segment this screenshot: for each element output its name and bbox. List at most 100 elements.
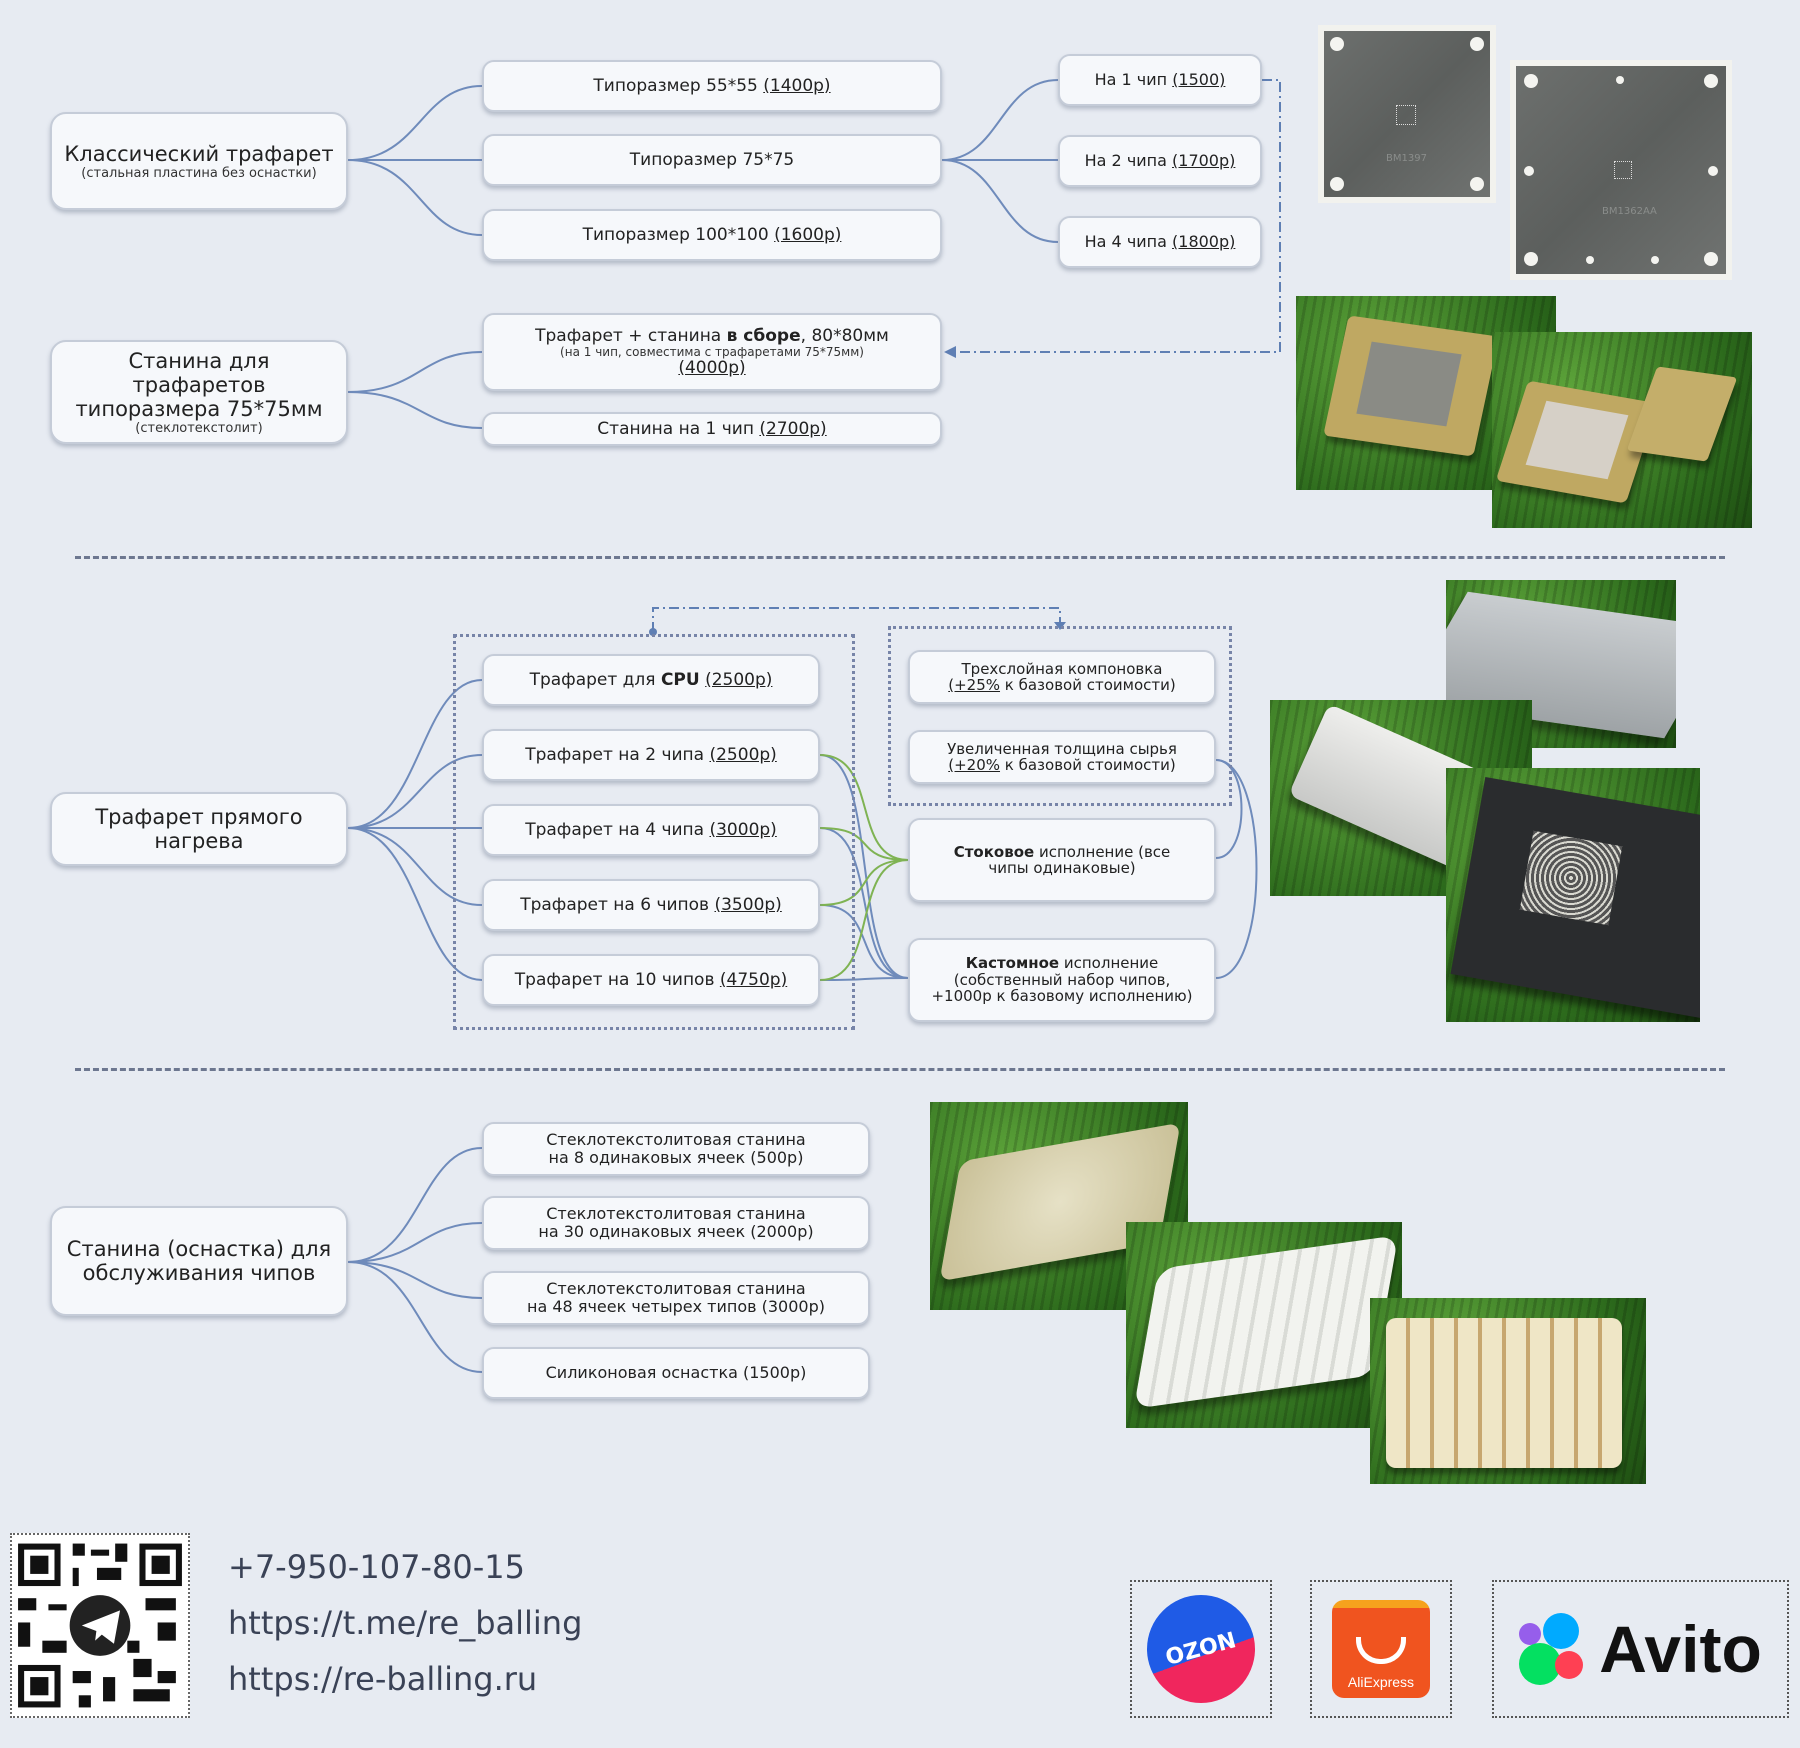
classic-stencil-node[interactable]: Классический трафарет (стальная пластина… — [50, 112, 348, 210]
telegram-link[interactable]: https://t.me/re_balling — [228, 1604, 583, 1642]
size-100-node[interactable]: Типоразмер 100*100 (1600р) — [482, 209, 942, 261]
node-title: Станина (оснастка) для обслуживания чипо… — [66, 1237, 332, 1285]
node-label-bold: Стоковое — [953, 842, 1035, 861]
black-stencil-photo — [1446, 768, 1700, 1022]
node-label: На 1 чип — [1094, 70, 1173, 90]
phone-number[interactable]: +7-950-107-80-15 — [228, 1548, 525, 1586]
steel-stencil-photo: BM1397 — [1318, 25, 1496, 203]
node-label: Станина на 1 чип — [597, 418, 760, 439]
node-label: исполнение (все чипы одинаковые) — [988, 842, 1171, 877]
silicone-frame-node[interactable]: Силиконовая оснастка (1500р) — [482, 1347, 870, 1399]
chip-2-node[interactable]: На 2 чипа (1700р) — [1058, 135, 1262, 187]
node-label: Трафарет + станина — [535, 325, 727, 346]
percent-link[interactable]: (+25% — [948, 676, 1001, 694]
chip-4-node[interactable]: На 4 чипа (1800р) — [1058, 216, 1262, 268]
ozon-store-link[interactable]: OZON — [1130, 1580, 1272, 1718]
aliexpress-store-link[interactable]: AliExpress — [1310, 1580, 1452, 1718]
percent-link[interactable]: (+20% — [948, 756, 1001, 774]
stencil-2-chips-node[interactable]: Трафарет на 2 чипа (2500р) — [482, 729, 820, 781]
node-title: Классический трафарет — [64, 141, 334, 166]
option-thickness-node[interactable]: Увеличенная толщина сырья (+20% к базово… — [908, 730, 1216, 784]
chip-pattern-icon — [1396, 105, 1416, 125]
price-link[interactable]: (1700р) — [1172, 151, 1236, 171]
frame-75-node[interactable]: Станина для трафаретов типоразмера 75*75… — [50, 340, 348, 444]
node-label-bold: в сборе — [726, 325, 801, 346]
price-link[interactable]: (4000р) — [678, 357, 746, 378]
node-title: Станина для трафаретов типоразмера 75*75… — [75, 348, 323, 421]
chip-marking-label: BM1362AA — [1602, 206, 1657, 217]
price-link[interactable]: (3500р) — [714, 894, 782, 915]
node-label: Трафарет на 2 чипа — [525, 744, 710, 765]
website-link[interactable]: https://re-balling.ru — [228, 1660, 538, 1698]
price-link[interactable]: (1400р) — [763, 75, 831, 96]
stock-version-node[interactable]: Стоковое исполнение (все чипы одинаковые… — [908, 818, 1216, 902]
service-frame-node[interactable]: Станина (оснастка) для обслуживания чипо… — [50, 1206, 348, 1316]
avito-logo-text: Avito — [1599, 1612, 1762, 1686]
node-label: Типоразмер 100*100 — [582, 224, 775, 245]
size-75-node[interactable]: Типоразмер 75*75 — [482, 134, 942, 186]
aliexpress-logo-icon: AliExpress — [1332, 1600, 1430, 1698]
node-label: Трафарет для — [529, 669, 661, 690]
fiberglass-frame-48-node[interactable]: Стеклотекстолитовая станина на 48 ячеек … — [482, 1271, 870, 1325]
options-group-frame — [888, 626, 1232, 806]
price-link[interactable]: (2500р) — [709, 744, 777, 765]
fiberglass-frame-48-photo — [1370, 1298, 1646, 1484]
stencil-group-frame — [453, 634, 855, 1030]
custom-version-node[interactable]: Кастомное исполнение (собственный набор … — [908, 938, 1216, 1022]
node-label: Стеклотекстолитовая станина — [546, 1279, 806, 1299]
section-divider — [75, 1068, 1725, 1071]
stencil-4-chips-node[interactable]: Трафарет на 4 чипа (3000р) — [482, 804, 820, 856]
price-link[interactable]: (4750р) — [719, 969, 788, 990]
node-label: на 48 ячеек четырех типов (3000р) — [527, 1297, 825, 1316]
assembly-node[interactable]: Трафарет + станина в сборе, 80*80мм (на … — [482, 313, 942, 391]
stencil-10-chips-node[interactable]: Трафарет на 10 чипов (4750р) — [482, 954, 820, 1006]
telegram-qr-code[interactable] — [10, 1533, 190, 1718]
price-link[interactable]: (2500р) — [705, 669, 773, 690]
stencil-6-chips-node[interactable]: Трафарет на 6 чипов (3500р) — [482, 879, 820, 931]
node-label: На 4 чипа — [1084, 232, 1173, 252]
node-label: к базовой стоимости) — [1000, 756, 1176, 774]
ozon-logo-text: OZON — [1163, 1627, 1239, 1671]
node-label: на 8 одинаковых ячеек (500р) — [548, 1148, 804, 1167]
stencil-cpu-node[interactable]: Трафарет для CPU (2500р) — [482, 654, 820, 706]
avito-logo-icon — [1519, 1613, 1591, 1685]
frame-1-chip-node[interactable]: Станина на 1 чип (2700р) — [482, 412, 942, 446]
chip-marking-label: BM1397 — [1386, 153, 1427, 164]
price-link[interactable]: (1600р) — [774, 224, 842, 245]
node-label: , 80*80мм — [800, 325, 889, 346]
node-label: Трафарет на 6 чипов — [520, 894, 715, 915]
node-label: Силиконовая оснастка (1500р) — [545, 1363, 807, 1383]
price-link[interactable]: (3000р) — [709, 819, 777, 840]
node-label: исполнение — [1059, 954, 1159, 973]
fiberglass-frame-8-node[interactable]: Стеклотекстолитовая станина на 8 одинако… — [482, 1122, 870, 1176]
node-label: Трехслойная компоновка — [961, 659, 1163, 678]
bag-handle-icon — [1356, 1637, 1406, 1664]
price-link[interactable]: (1800р) — [1172, 232, 1236, 252]
node-label: +1000р к базовому исполнению) — [931, 987, 1193, 1006]
ozon-logo-icon: OZON — [1147, 1595, 1255, 1703]
frame-assembly-photo — [1492, 332, 1752, 528]
fiberglass-frame-30-node[interactable]: Стеклотекстолитовая станина на 30 одинак… — [482, 1196, 870, 1250]
node-label: Типоразмер 75*75 — [629, 149, 795, 170]
section-divider — [75, 556, 1725, 559]
option-three-layer-node[interactable]: Трехслойная компоновка (+25% к базовой с… — [908, 650, 1216, 704]
avito-store-link[interactable]: Avito — [1492, 1580, 1789, 1718]
node-label-bold: Кастомное — [965, 954, 1060, 973]
node-label: Увеличенная толщина сырья — [947, 739, 1177, 758]
chip-1-node[interactable]: На 1 чип (1500) — [1058, 54, 1262, 106]
node-label: Трафарет на 4 чипа — [525, 819, 710, 840]
node-label: Типоразмер 55*55 — [593, 75, 764, 96]
price-link[interactable]: (2700р) — [759, 418, 827, 439]
size-55-node[interactable]: Типоразмер 55*55 (1400р) — [482, 60, 942, 112]
node-subtitle: (стеклотекстолит) — [135, 420, 263, 436]
node-label: Стеклотекстолитовая станина — [546, 1130, 806, 1150]
node-title: Трафарет прямого нагрева — [95, 805, 303, 853]
node-label: Стеклотекстолитовая станина — [546, 1204, 806, 1224]
price-link[interactable]: (1500) — [1172, 70, 1226, 90]
node-note: (на 1 чип, совместима с трафаретами 75*7… — [560, 344, 864, 359]
node-label-bold: CPU — [660, 669, 700, 690]
steel-stencil-photo: BM1362AA — [1510, 60, 1732, 280]
node-label: (собственный набор чипов, — [953, 970, 1171, 989]
direct-heat-stencil-node[interactable]: Трафарет прямого нагрева — [50, 792, 348, 866]
